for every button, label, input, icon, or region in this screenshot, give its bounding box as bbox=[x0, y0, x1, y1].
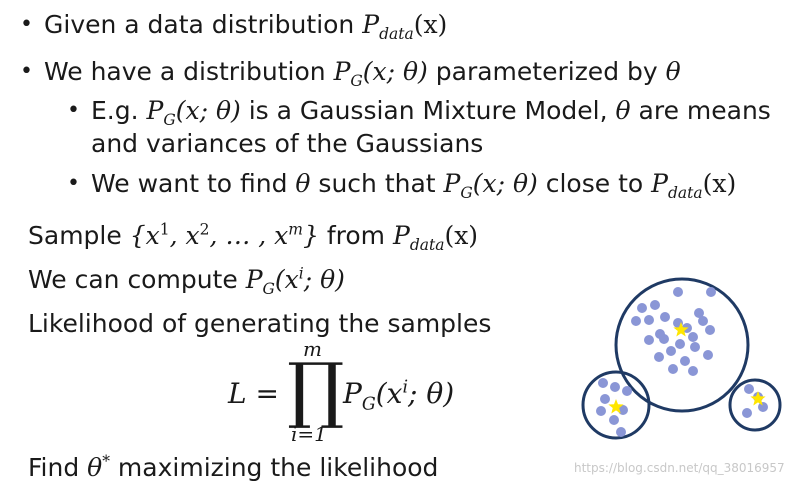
gaussian-circle-large bbox=[614, 277, 750, 413]
gaussian-mixture-figure bbox=[581, 277, 782, 440]
theta-star: θ* bbox=[87, 452, 110, 482]
sample-point bbox=[610, 382, 620, 392]
sample-point bbox=[655, 329, 665, 339]
sample-point bbox=[742, 408, 752, 418]
compute-line: We can compute PG(xi; θ) bbox=[28, 264, 345, 298]
bullet-line-1: Given a data distribution Pdata(x) bbox=[44, 10, 448, 43]
sample-point bbox=[654, 352, 664, 362]
p-g-3: PG(x; θ) bbox=[443, 169, 538, 202]
sample-point bbox=[596, 406, 606, 416]
theta-2: θ bbox=[615, 96, 631, 125]
sample-point bbox=[688, 332, 698, 342]
sample-point bbox=[618, 405, 628, 415]
sample-point bbox=[637, 303, 647, 313]
mean-star-icon bbox=[608, 399, 624, 414]
bullet-line-3: E.g. PG(x; θ) is a Gaussian Mixture Mode… bbox=[91, 96, 771, 129]
sample-point bbox=[622, 386, 632, 396]
csdn-watermark: https://blog.csdn.net/qq_38016957 bbox=[574, 461, 785, 475]
sample-point bbox=[744, 384, 754, 394]
sample-point bbox=[698, 316, 708, 326]
bullet-dot-1: • bbox=[20, 12, 33, 37]
bullet-line-4: We want to find θ such that PG(x; θ) clo… bbox=[91, 169, 737, 202]
sample-point bbox=[650, 300, 660, 310]
bullet-dot-4: • bbox=[67, 171, 80, 196]
bullet-line-3b: and variances of the Gaussians bbox=[91, 129, 484, 158]
sample-point bbox=[616, 427, 626, 437]
sample-point bbox=[644, 335, 654, 345]
p-g-1: PG(x; θ) bbox=[333, 57, 428, 90]
sample-point bbox=[706, 287, 716, 297]
sample-line: Sample {x1, x2, … , xm} from Pdata(x) bbox=[28, 220, 479, 254]
product-symbol: ∏ bbox=[287, 347, 345, 431]
equation-rhs: PG(xi; θ) bbox=[343, 377, 455, 415]
bullet-dot-3: • bbox=[67, 98, 80, 123]
gaussian-mixture-shapes bbox=[581, 277, 782, 440]
sample-point bbox=[673, 287, 683, 297]
sample-point bbox=[758, 402, 768, 412]
find-line: Find θ* maximizing the likelihood bbox=[28, 452, 439, 482]
sample-point bbox=[631, 316, 641, 326]
sample-point bbox=[690, 342, 700, 352]
p-g-xi: PG(xi; θ) bbox=[245, 264, 345, 298]
sample-set: {x1, x2, … , xm} bbox=[129, 220, 319, 250]
prod-lower-limit: i=1 bbox=[291, 422, 327, 446]
sample-point bbox=[668, 364, 678, 374]
gaussian-circle-left bbox=[581, 370, 651, 440]
equation-lhs: L = bbox=[228, 377, 279, 410]
sample-point bbox=[644, 315, 654, 325]
likelihood-label: Likelihood of generating the samples bbox=[28, 309, 492, 338]
sample-point bbox=[694, 308, 704, 318]
gaussian-circle-right bbox=[728, 378, 782, 432]
theta-3: θ bbox=[295, 169, 311, 198]
sample-point bbox=[609, 415, 619, 425]
sample-point bbox=[660, 312, 670, 322]
sample-point bbox=[703, 350, 713, 360]
sample-point bbox=[705, 325, 715, 335]
bullet-line-2: We have a distribution PG(x; θ) paramete… bbox=[44, 57, 681, 90]
sample-point bbox=[598, 378, 608, 388]
p-data-1: Pdata(x) bbox=[362, 10, 448, 43]
sample-point bbox=[675, 339, 685, 349]
theta-1: θ bbox=[665, 57, 681, 86]
p-data-2: Pdata(x) bbox=[651, 169, 737, 202]
bullet-dot-2: • bbox=[20, 59, 33, 84]
sample-point bbox=[680, 356, 690, 366]
mean-star-icon bbox=[673, 322, 689, 337]
sample-point bbox=[600, 394, 610, 404]
mean-star-icon bbox=[750, 391, 766, 406]
sample-point bbox=[666, 346, 676, 356]
p-g-2: PG(x; θ) bbox=[146, 96, 241, 129]
p-data-3: Pdata(x) bbox=[392, 221, 479, 254]
sample-point bbox=[688, 366, 698, 376]
prod-upper-limit: m bbox=[303, 337, 322, 361]
